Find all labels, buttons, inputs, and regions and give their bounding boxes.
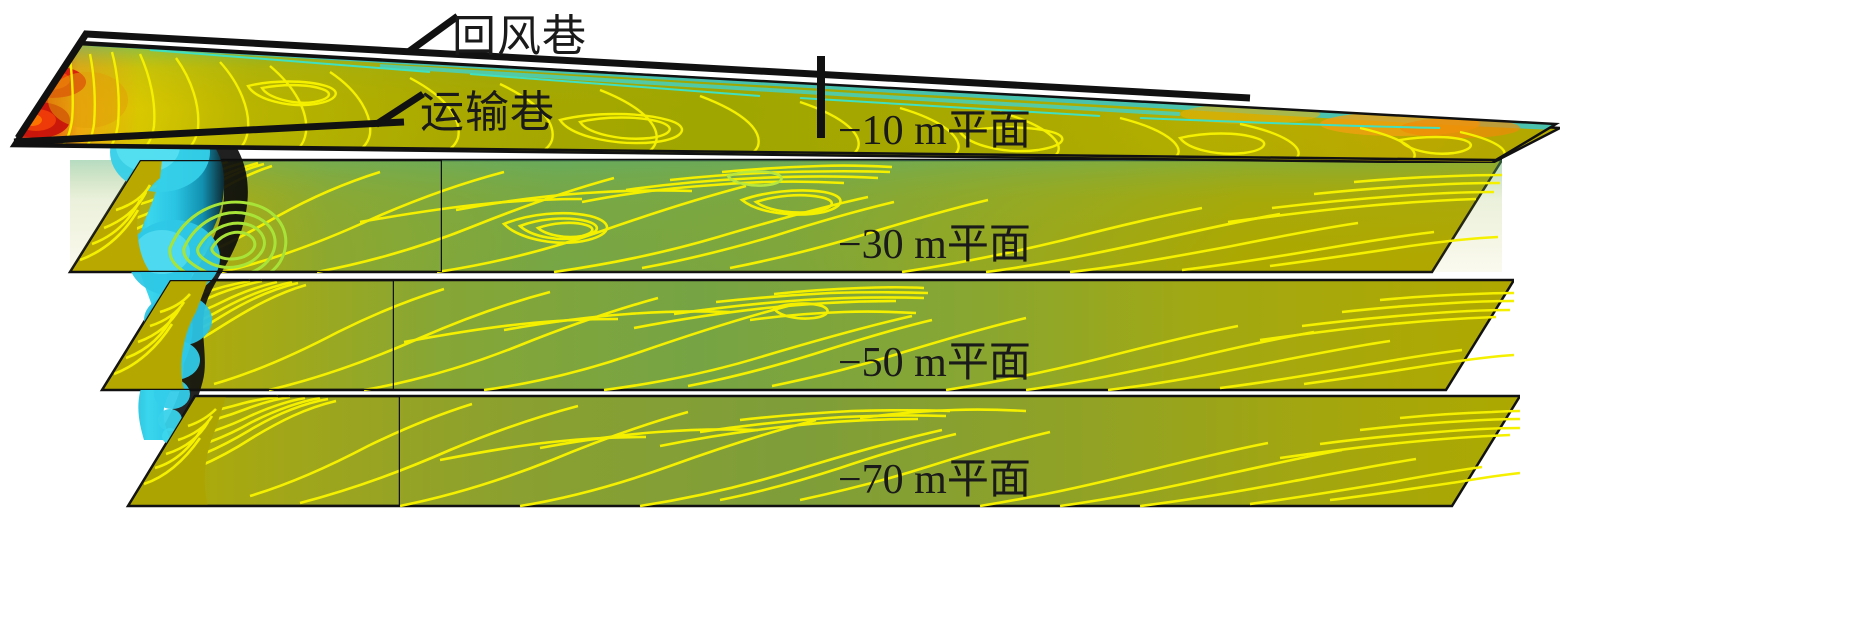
plane-label-minus-50: −50 m平面 xyxy=(838,340,1031,386)
return-airway-outline xyxy=(15,30,1251,140)
vortex-tip xyxy=(162,428,178,444)
transport-roadway-outline xyxy=(13,118,405,146)
vortex-ring-2 xyxy=(148,340,200,380)
contour-plane-minus-70 xyxy=(100,388,1520,513)
contour-plane-minus-10 xyxy=(0,28,1560,163)
depth-tick-mark xyxy=(817,56,825,138)
label-return-airway: 回风巷 xyxy=(452,12,587,61)
vortex-highlight-mid xyxy=(134,230,190,274)
vortex-ring-1 xyxy=(144,294,212,346)
vortex-ring-4 xyxy=(158,409,182,431)
label-transport-roadway: 运输巷 xyxy=(420,88,555,137)
contour-plane-minus-50 xyxy=(74,272,1514,397)
plane-10-fill xyxy=(14,44,1556,160)
plane-label-minus-10: −10 m平面 xyxy=(838,108,1031,154)
plane-label-minus-30: −30 m平面 xyxy=(838,222,1031,268)
plane-label-minus-70: −70 m平面 xyxy=(838,457,1031,503)
vortex-ring-3 xyxy=(154,379,190,409)
